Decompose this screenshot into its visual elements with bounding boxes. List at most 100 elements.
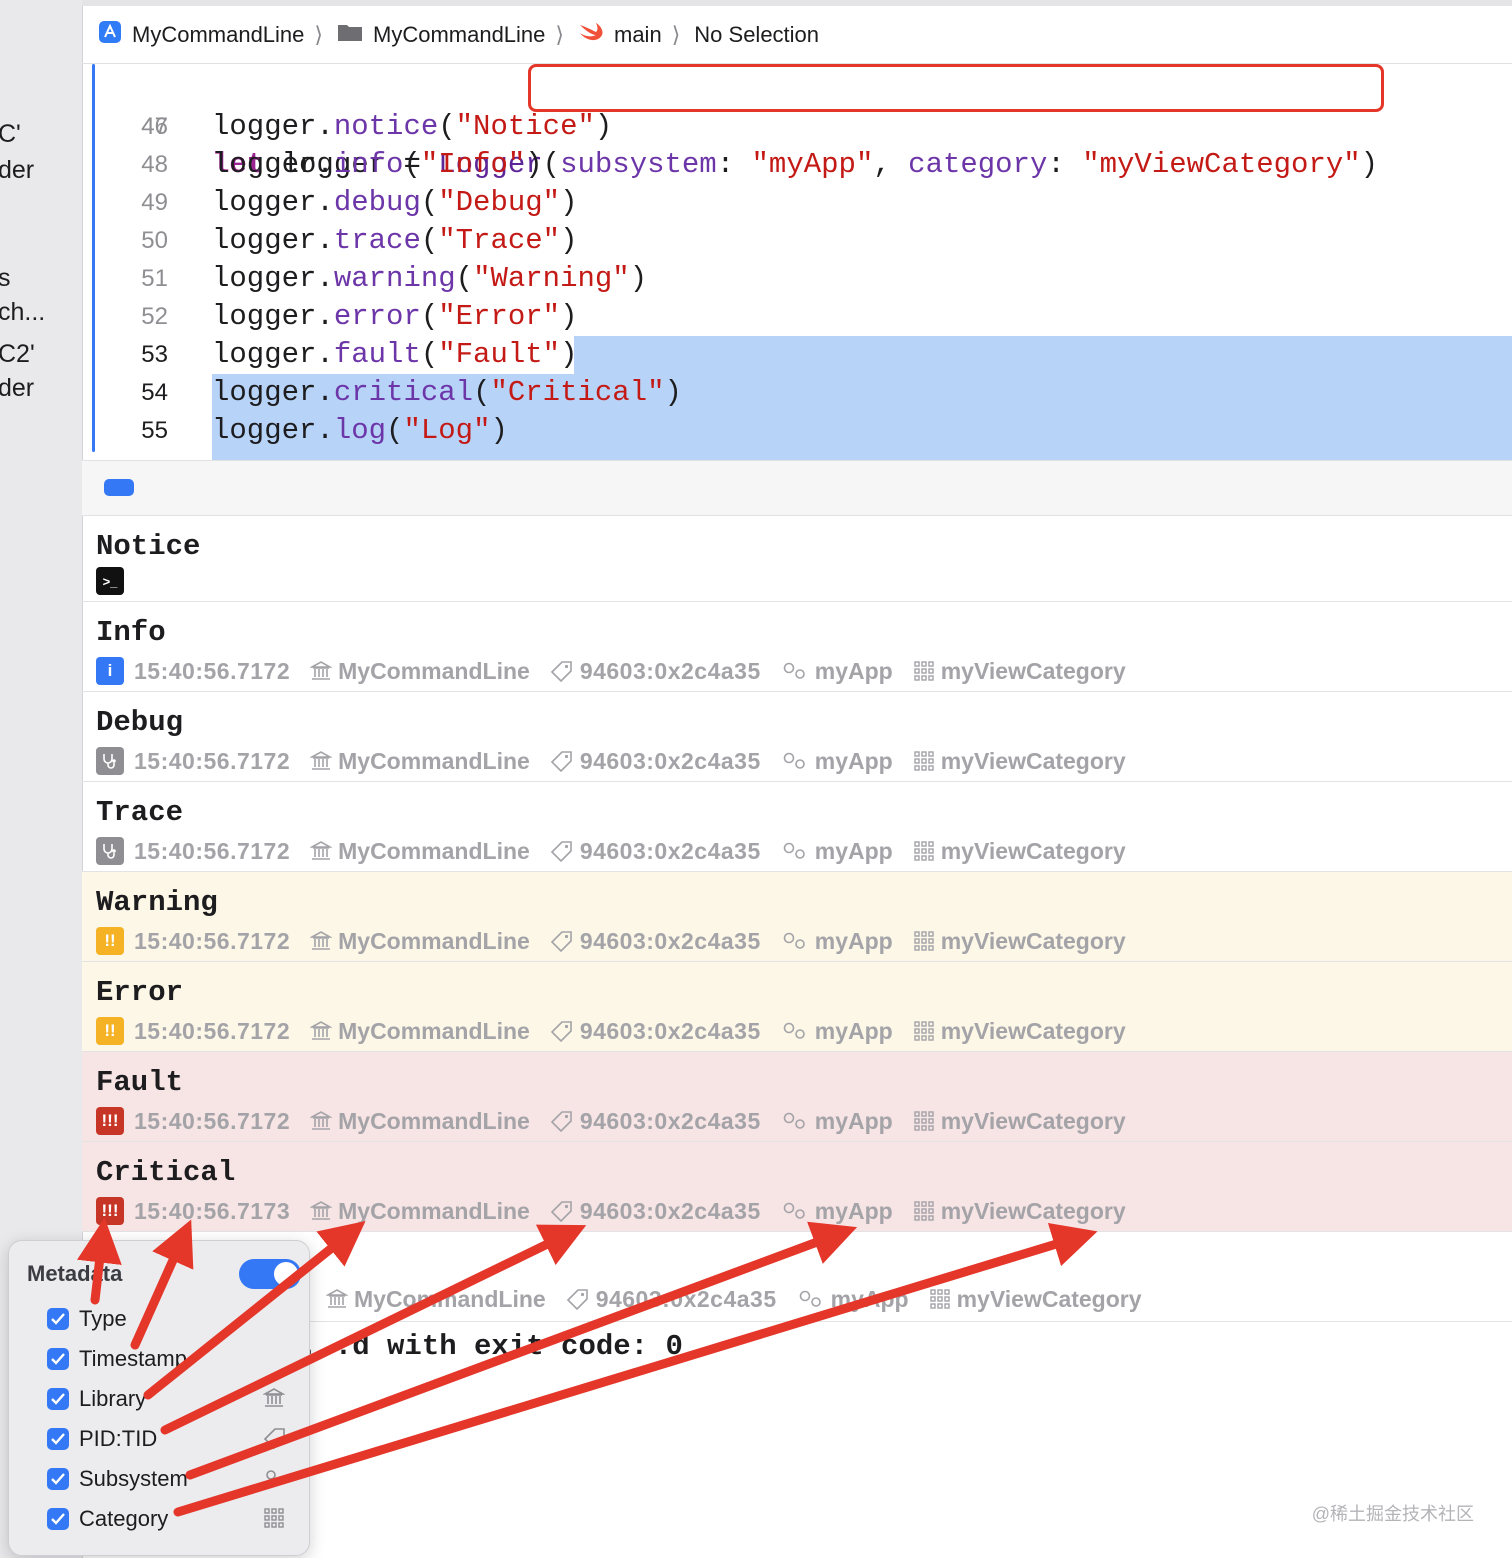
subsystem-meta: myApp <box>781 838 893 865</box>
code-text: ) <box>560 338 578 371</box>
code-editor[interactable]: 46 let logger = Logger(subsystem: "myApp… <box>82 64 1512 460</box>
text-selection <box>212 374 1512 460</box>
checkbox-checked-icon[interactable] <box>47 1508 69 1530</box>
method-name: error <box>333 300 421 333</box>
console-entry-notice[interactable]: Notice >_ <box>82 516 1512 602</box>
checkbox-checked-icon[interactable] <box>47 1348 69 1370</box>
category-name: myViewCategory <box>940 1017 1126 1044</box>
gears-icon <box>783 1112 805 1129</box>
subsystem-meta: myApp <box>797 1286 909 1313</box>
code-text: logger. <box>212 300 334 333</box>
metadata-option-library[interactable]: Library <box>47 1383 146 1415</box>
code-text: logger. <box>212 376 334 409</box>
category-name: myViewCategory <box>940 927 1126 954</box>
library-meta: MyCommandLine <box>310 838 530 865</box>
code-text: ) <box>629 262 648 295</box>
metadata-option-label: Type <box>79 1306 127 1331</box>
category-meta: myViewCategory <box>913 1198 1126 1225</box>
subsystem-name: myApp <box>830 1285 909 1312</box>
tag-icon <box>550 1201 572 1222</box>
tag-icon <box>550 751 572 772</box>
metadata-option-subsystem[interactable]: Subsystem <box>47 1463 188 1495</box>
code-text: ) <box>664 376 682 409</box>
chevron-right-icon: ⟩ <box>555 21 564 47</box>
log-type-badge-icon: !!! <box>96 1107 124 1135</box>
code-text: logger. <box>212 224 334 257</box>
method-name: fault <box>333 338 421 371</box>
breadcrumb-file-label: main <box>614 21 662 47</box>
sidebar-text-fragment: C' <box>0 120 21 148</box>
timestamp: 15:40:56.7172 <box>134 927 291 954</box>
code-text: logger. <box>212 338 334 371</box>
gears-icon <box>783 1022 805 1039</box>
library-name: MyCommandLine <box>338 747 530 774</box>
library-name: MyCommandLine <box>338 1107 530 1134</box>
checkbox-checked-icon[interactable] <box>47 1308 69 1330</box>
line-number: 49 <box>141 189 168 216</box>
library-icon <box>310 1201 333 1220</box>
gears-icon <box>783 932 805 949</box>
console-filter-toggle[interactable] <box>104 479 134 496</box>
breadcrumb-folder[interactable]: MyCommandLine <box>337 22 545 48</box>
code-text: ( <box>542 148 561 181</box>
metadata-option-pidtid[interactable]: PID:TID <box>47 1423 157 1455</box>
pid-meta: 94603:0x2c4a35 <box>550 928 761 955</box>
code-text: ) <box>525 148 543 181</box>
checkbox-checked-icon[interactable] <box>47 1428 69 1450</box>
breadcrumb-project[interactable]: MyCommandLine <box>98 20 304 50</box>
breadcrumb-file[interactable]: main <box>578 21 662 49</box>
metadata-option-category[interactable]: Category <box>47 1503 168 1535</box>
metadata-option-timestamp[interactable]: Timestamp <box>47 1343 187 1375</box>
code-text: ( <box>473 376 491 409</box>
category-meta: myViewCategory <box>913 838 1126 865</box>
code-text: ( <box>420 338 439 371</box>
tag-icon <box>263 1428 285 1450</box>
breadcrumb-project-label: MyCommandLine <box>132 21 305 47</box>
string-literal: "Trace" <box>438 224 561 257</box>
code-text: , <box>873 148 909 181</box>
breadcrumb-selection[interactable]: No Selection <box>694 22 819 48</box>
metadata-master-toggle[interactable] <box>239 1259 301 1289</box>
log-message: Error <box>96 976 184 1009</box>
log-message: Warning <box>96 886 218 919</box>
log-metadata: >_ <box>96 566 134 596</box>
checkbox-checked-icon[interactable] <box>47 1388 69 1410</box>
tag-icon <box>550 841 572 862</box>
pid-tid: 94603:0x2c4a35 <box>579 657 761 684</box>
log-message: Notice <box>96 530 201 563</box>
text-selection <box>574 336 1512 374</box>
subsystem-name: myApp <box>814 747 893 774</box>
category-meta: myViewCategory <box>929 1286 1142 1313</box>
grid-icon <box>914 841 934 861</box>
library-meta: MyCommandLine <box>310 658 530 685</box>
grid-icon <box>914 661 934 681</box>
log-type-badge-icon: !! <box>96 927 124 955</box>
method-name: log <box>333 414 387 447</box>
string-literal: "Error" <box>438 300 561 333</box>
metadata-option-type[interactable]: Type <box>47 1303 127 1335</box>
library-meta: MyCommandLine <box>310 748 530 775</box>
subsystem-meta: myApp <box>781 928 893 955</box>
subsystem-name: myApp <box>814 657 893 684</box>
checkbox-checked-icon[interactable] <box>47 1468 69 1490</box>
library-icon <box>310 751 333 770</box>
string-literal: "Log" <box>403 414 491 447</box>
gears-icon <box>783 752 805 769</box>
terminal-icon: >_ <box>96 567 124 595</box>
subsystem-meta: myApp <box>781 1198 893 1225</box>
sidebar-text-fragment: s <box>0 264 11 293</box>
metadata-option-label: PID:TID <box>79 1426 158 1451</box>
